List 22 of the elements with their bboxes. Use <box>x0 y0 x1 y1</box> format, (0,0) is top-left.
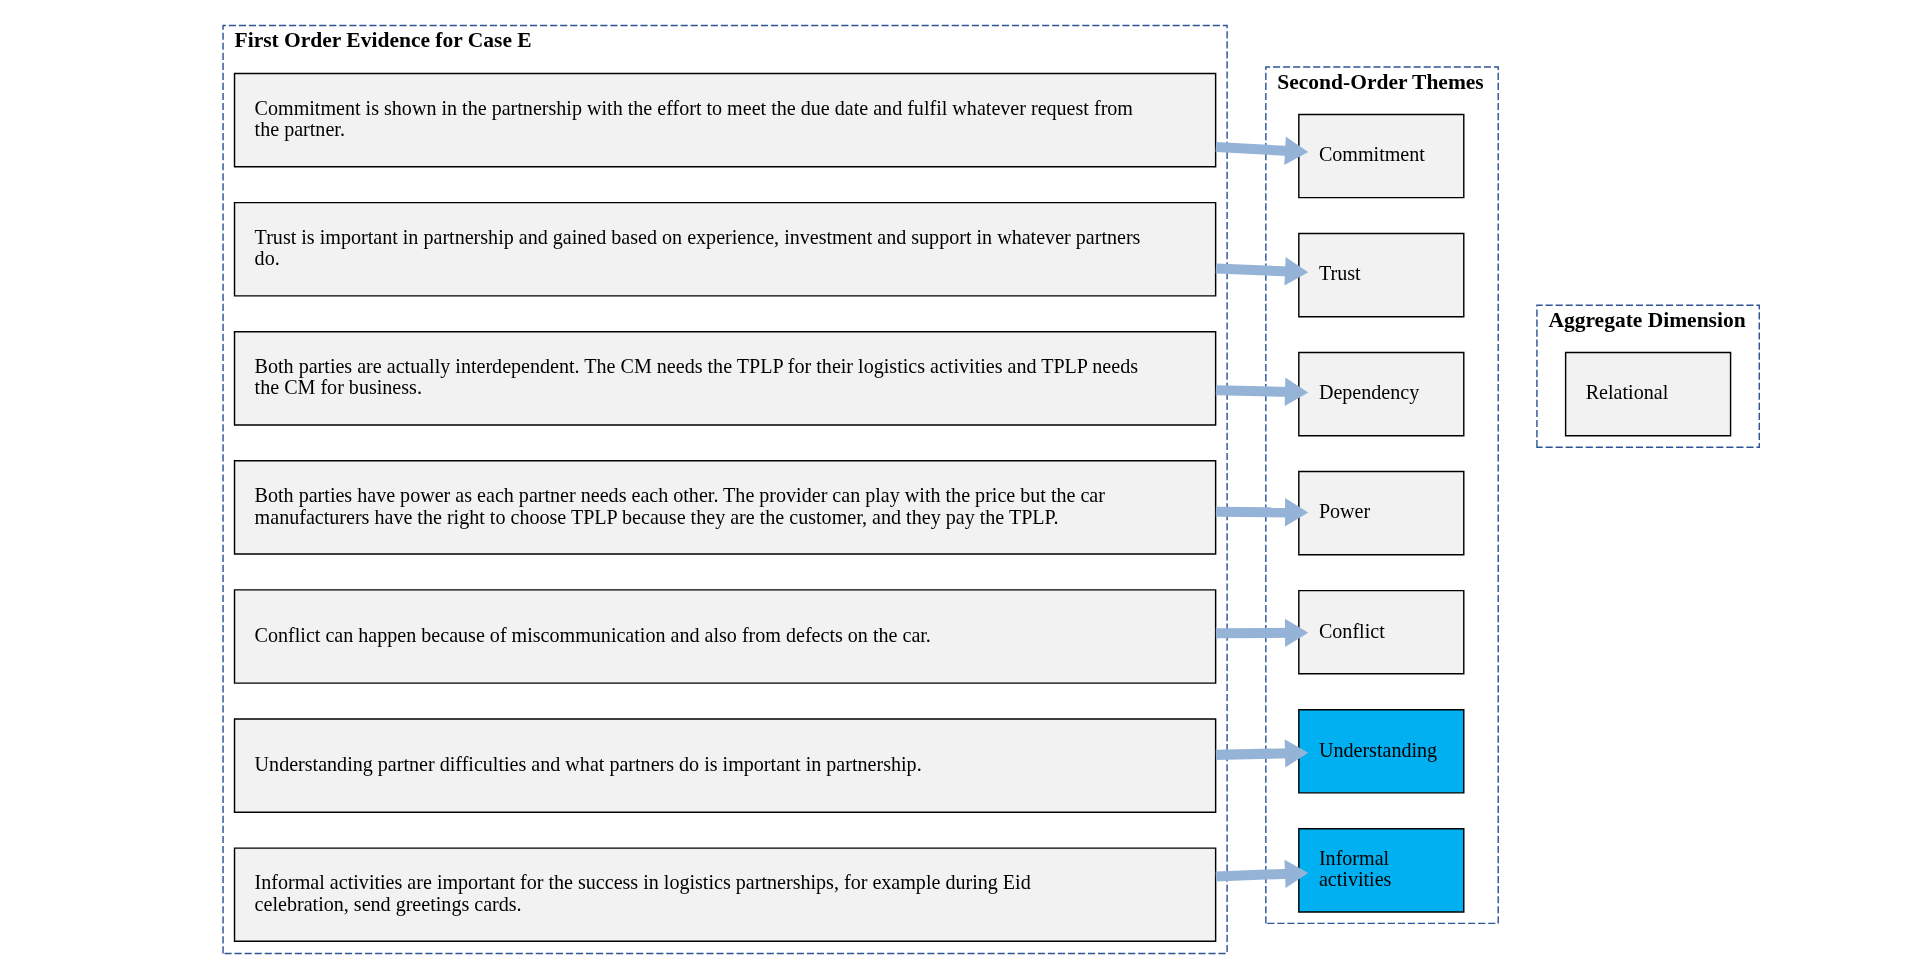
node-box: Both parties are actually interdependent. The CM needs the TPLP for their logistics activities and TPLP needs the CM for business. <box>233 331 1216 426</box>
node-box: Conflict can happen because of miscommunication and also from defects on the car. <box>233 589 1216 684</box>
node-box: Informal activities <box>1297 828 1464 913</box>
arrow <box>1215 618 1308 648</box>
node-box: Informal activities are important for the success in logistics partnerships, for example during Eid celebration, send greetings cards. <box>233 847 1216 943</box>
node-box: Understanding <box>1297 708 1464 794</box>
node-box: Commitment <box>1297 113 1464 199</box>
arrow <box>1215 377 1308 407</box>
node-box: Both parties have power as each partner needs each other. The provider can play with the price but the car manufacturers have the right to choose TPLP because they are the customer, and they pay the TPLP. <box>233 460 1216 555</box>
arrow <box>1215 498 1308 527</box>
arrow <box>1215 859 1308 889</box>
node-box: Understanding partner difficulties and what partners do is important in partnership. <box>233 718 1216 813</box>
arrow <box>1215 739 1308 768</box>
node-box: Relational <box>1564 351 1731 437</box>
node-box: Commitment is shown in the partnership with the effort to meet the due date and fulfil whatever request from the partner. <box>233 72 1216 168</box>
arrow <box>1215 257 1308 286</box>
arrow <box>1215 136 1308 165</box>
node-box: Dependency <box>1297 351 1464 437</box>
node-box: Power <box>1297 470 1464 556</box>
node-box: Conflict <box>1297 589 1464 675</box>
node-box: Trust <box>1297 232 1464 318</box>
node-box: Trust is important in partnership and gained based on experience, investment and support in whatever partners do. <box>233 201 1216 297</box>
